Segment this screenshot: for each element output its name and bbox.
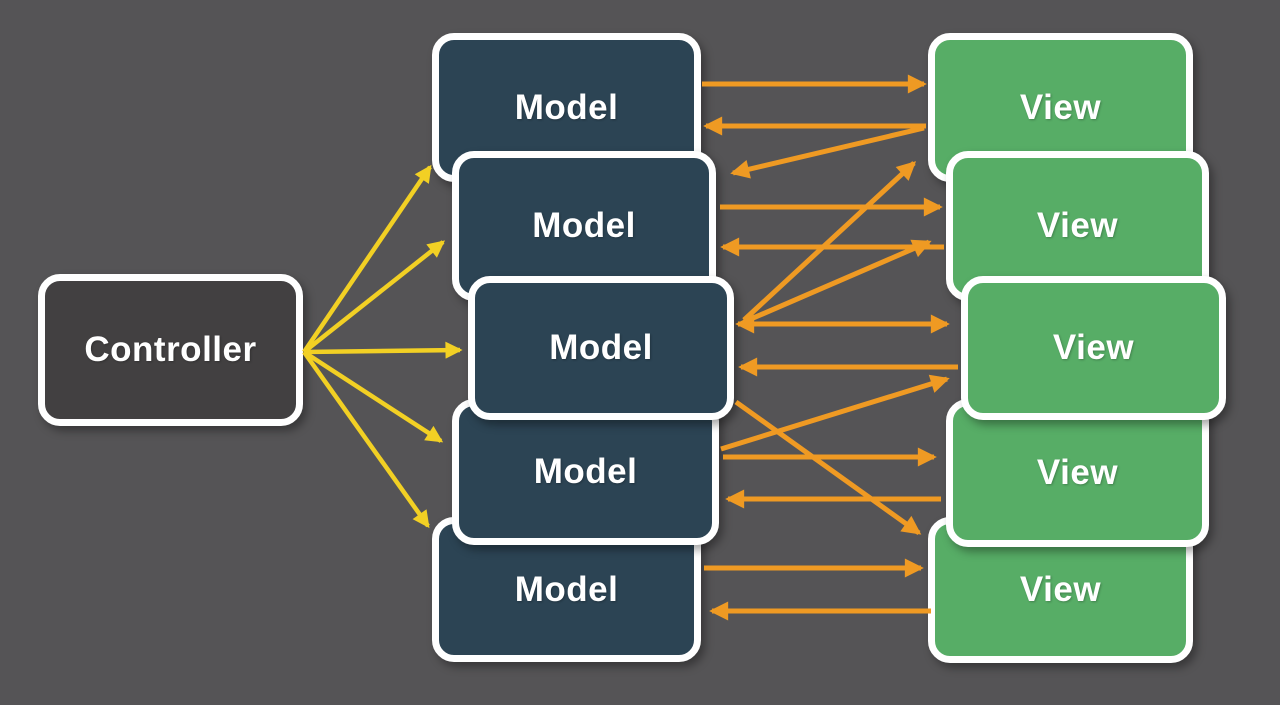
view-4-label: View [1036,453,1119,492]
arrow-model-3-to-view-4 [734,399,922,536]
arrow-view-1-to-model-2 [730,125,925,179]
arrow-controller-to-model-1 [302,164,432,354]
controller-label: Controller [84,330,257,369]
arrow-model-3-to-view-1 [742,161,917,322]
view-5-label: View [1019,570,1102,609]
arrow-controller-to-model-4 [302,350,444,443]
model-4-box: Model [452,399,719,545]
arrow-controller-to-model-3 [303,341,463,359]
model-1-label: Model [514,87,619,127]
model-2-label: Model [532,206,636,245]
arrow-model-4-to-view-3 [720,374,950,452]
arrow-model-3-to-view-2 [743,239,932,325]
view-2-label: View [1036,206,1119,245]
controller-box: Controller [38,274,303,426]
view-3-label: View [1052,328,1135,367]
view-1-label: View [1019,87,1102,127]
model-5-label: Model [514,569,619,609]
model-4-label: Model [533,452,638,491]
arrow-controller-to-model-5 [302,350,430,529]
view-3-box: View [961,276,1226,420]
model-3-box: Model [468,276,734,420]
model-3-label: Model [549,328,653,367]
view-4-box: View [946,399,1209,547]
arrow-controller-to-model-2 [302,240,446,354]
